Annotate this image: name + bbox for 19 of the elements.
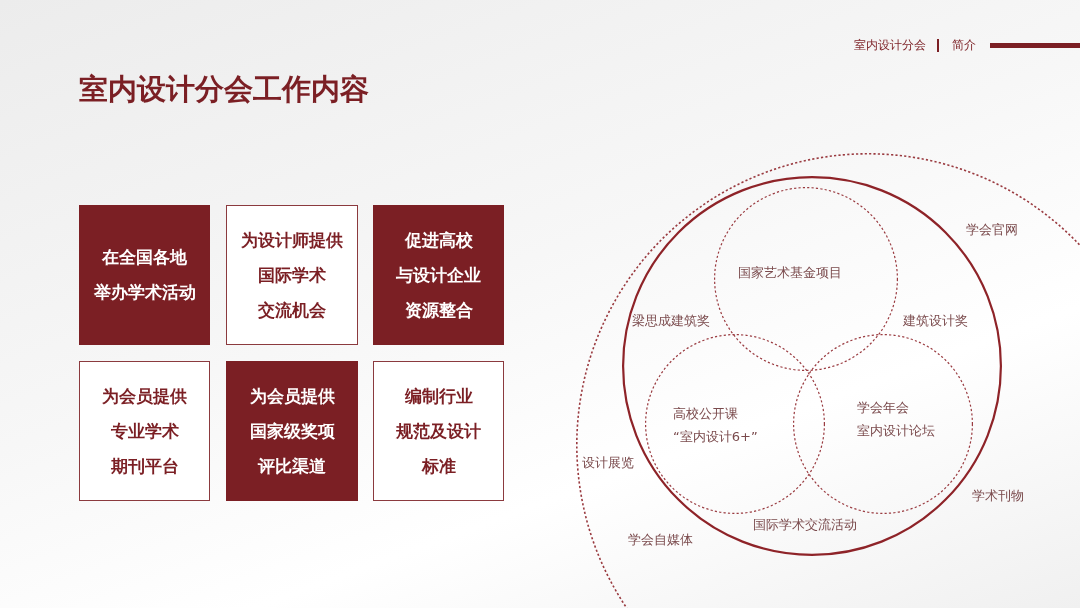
header-text: 室内设计分会	[854, 37, 926, 54]
content-box: 编制行业规范及设计标准	[373, 361, 504, 501]
circle-label: 建筑设计奖	[903, 312, 968, 330]
content-box: 为会员提供专业学术期刊平台	[79, 361, 210, 501]
circle-label: 国际学术交流活动	[753, 516, 857, 534]
circle-label: 学会官网	[966, 221, 1018, 239]
header-text: 简介	[952, 37, 976, 54]
circle-label: 梁思成建筑奖	[632, 312, 710, 330]
circle-label: 学会年会室内设计论坛	[857, 399, 935, 440]
content-box: 为设计师提供国际学术交流机会	[226, 205, 358, 345]
title: 室内设计分会工作内容	[79, 71, 369, 108]
content-box: 为会员提供国家级奖项评比渠道	[226, 361, 358, 501]
circle-label: 学术刊物	[972, 487, 1024, 505]
content-box: 促进高校与设计企业资源整合	[373, 205, 504, 345]
circle-label: 国家艺术基金项目	[738, 264, 842, 282]
circle-label: 学会自媒体	[628, 531, 693, 549]
circle-label: 高校公开课“室内设计6+”	[673, 405, 758, 446]
circle-label: 设计展览	[582, 454, 634, 472]
content-box: 在全国各地举办学术活动	[79, 205, 210, 345]
